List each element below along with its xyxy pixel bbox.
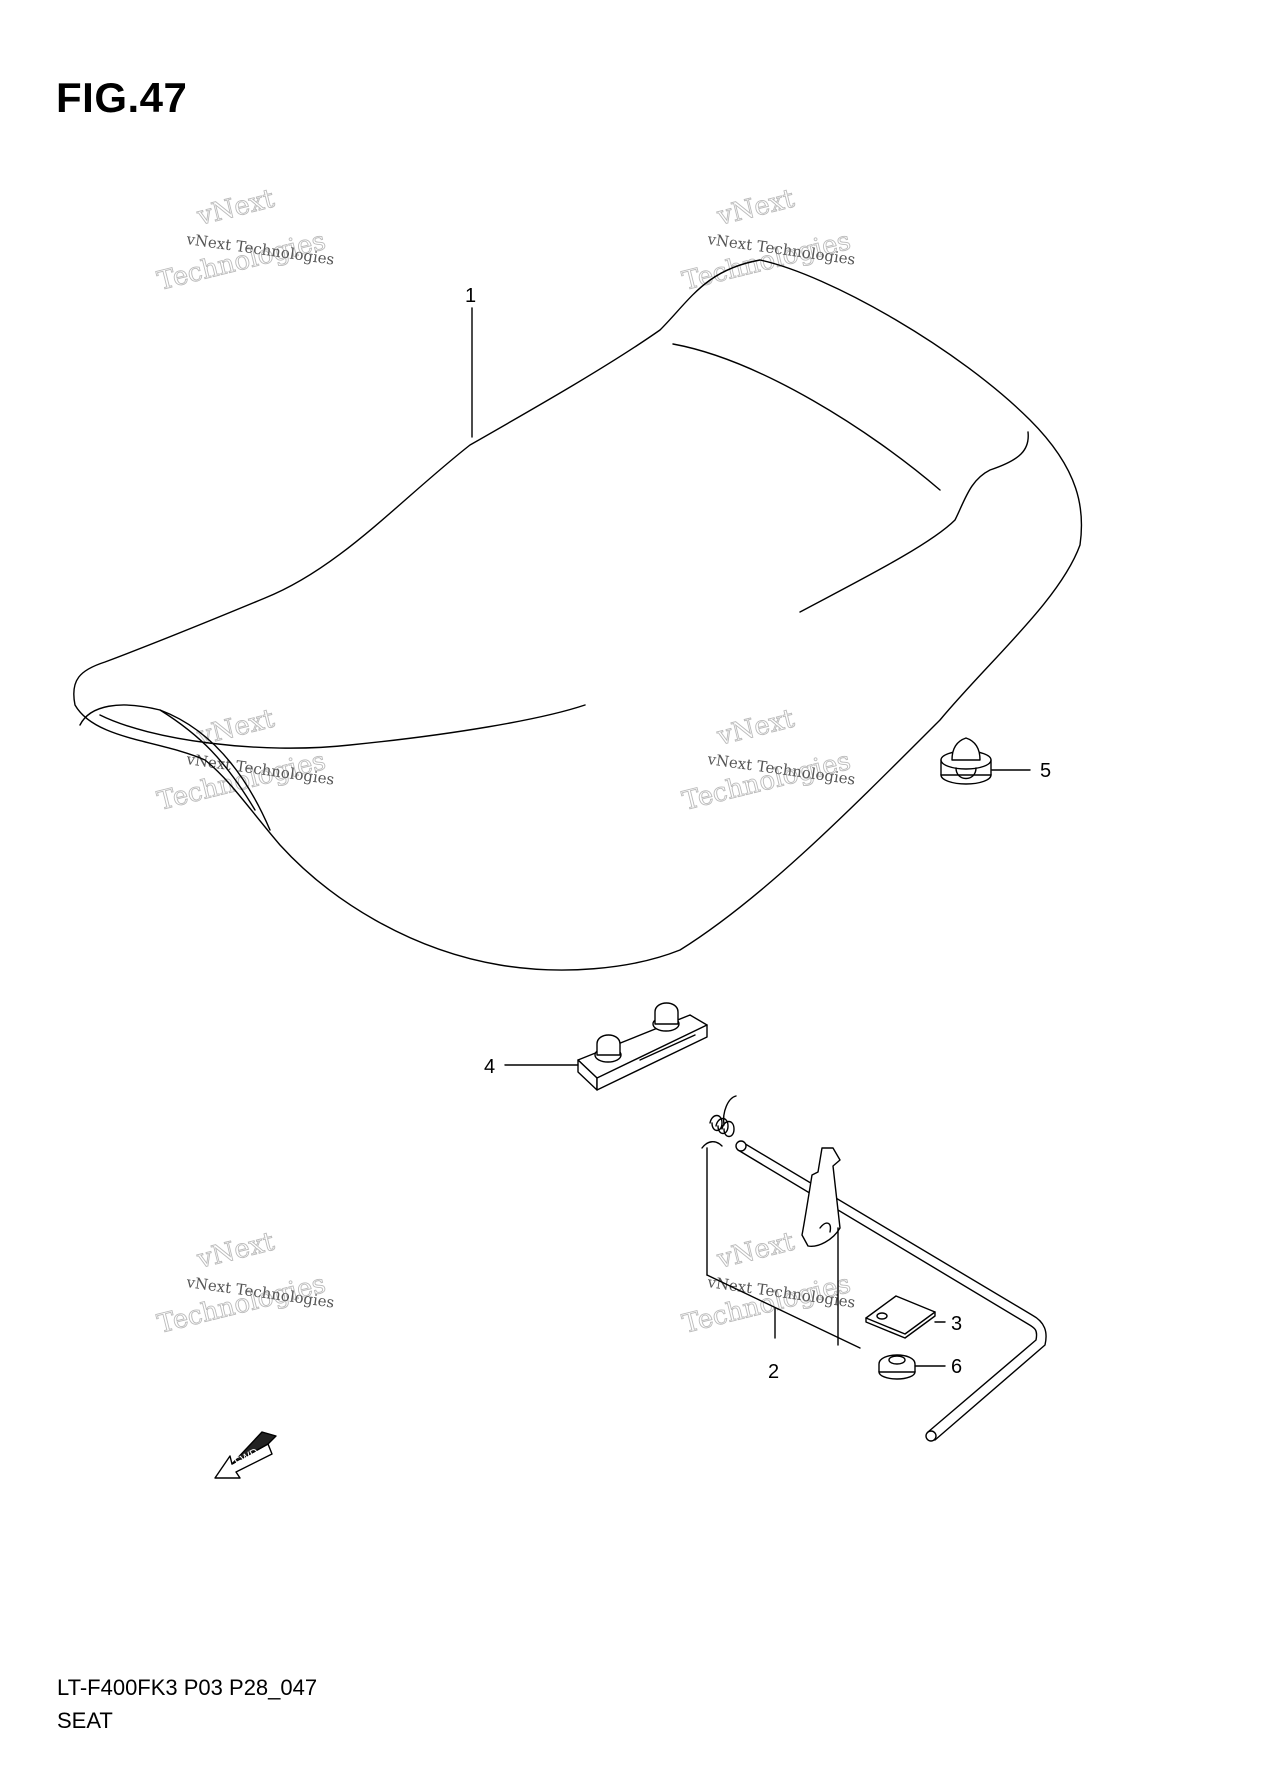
part-seat-lock-2 xyxy=(701,1095,1047,1442)
watermark: vNext Technologies vNext Technologies xyxy=(679,183,857,297)
watermark: vNext Technologies vNext Technologies xyxy=(154,183,336,297)
part-cushion-5 xyxy=(940,737,992,785)
svg-text:4: 4 xyxy=(484,1056,495,1078)
svg-text:5: 5 xyxy=(1040,760,1051,782)
part-nut-6 xyxy=(878,1354,916,1380)
callout-1[interactable]: 1 xyxy=(465,285,476,438)
callout-4[interactable]: 4 xyxy=(484,1056,579,1078)
callout-6[interactable]: 6 xyxy=(914,1356,962,1378)
svg-text:3: 3 xyxy=(951,1313,962,1335)
svg-text:6: 6 xyxy=(951,1356,962,1378)
svg-text:vNext: vNext xyxy=(713,184,797,232)
svg-text:vNext: vNext xyxy=(193,184,277,232)
figure-title: FIG.47 xyxy=(56,74,188,121)
part-plate-3 xyxy=(865,1295,936,1339)
watermark: vNext Technologies vNext Technologies xyxy=(679,1226,857,1340)
watermark: vNext Technologies vNext Technologies xyxy=(154,1226,336,1340)
model-code: LT-F400FK3 P03 P28_047 xyxy=(57,1675,318,1700)
svg-text:vNext: vNext xyxy=(193,1227,277,1275)
callout-3[interactable]: 3 xyxy=(934,1313,962,1335)
callout-2[interactable]: 2 xyxy=(768,1361,779,1383)
svg-text:vNext: vNext xyxy=(713,704,797,752)
fwd-arrow-icon: FWD xyxy=(214,1431,277,1479)
watermark: vNext Technologies vNext Technologies xyxy=(679,703,857,817)
part-cushion-plate-4 xyxy=(577,1002,708,1091)
part-seat xyxy=(73,259,1083,971)
svg-text:vNext: vNext xyxy=(713,1227,797,1275)
section-name: SEAT xyxy=(57,1708,113,1733)
watermark-group: vNext Technologies vNext Technologies vN… xyxy=(154,183,857,1340)
svg-text:1: 1 xyxy=(465,285,476,307)
callout-5[interactable]: 5 xyxy=(991,760,1051,782)
svg-text:2: 2 xyxy=(768,1361,779,1383)
